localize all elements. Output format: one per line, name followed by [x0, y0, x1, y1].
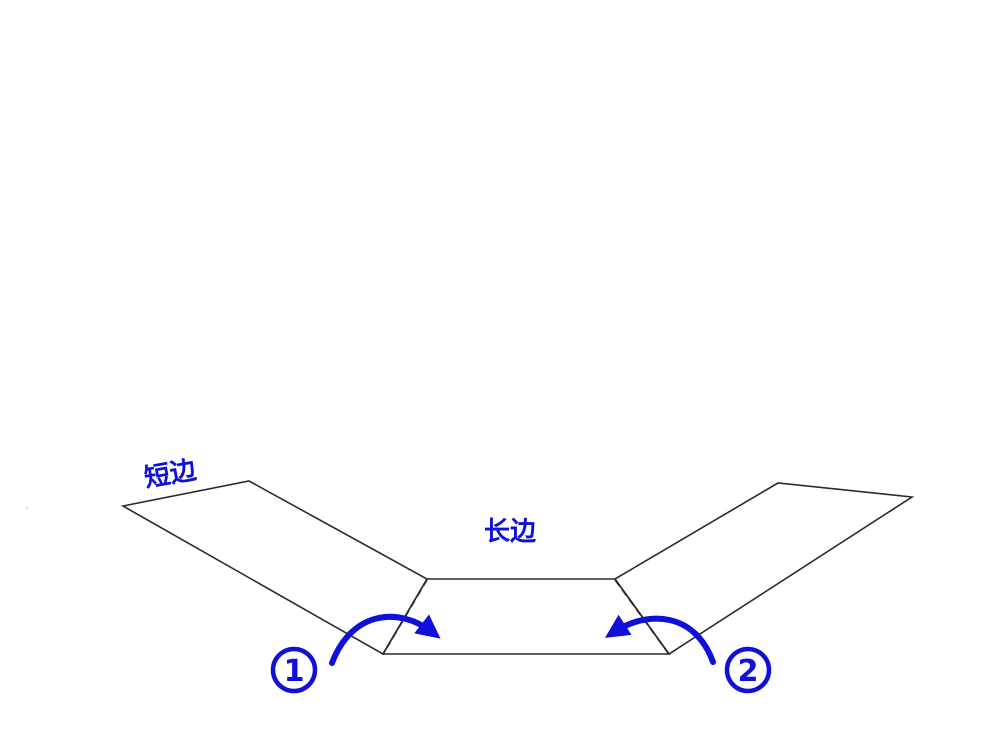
step-circle-2 [724, 646, 772, 694]
step-marker-2: 2 [724, 646, 772, 694]
step-number-1: 1 [284, 654, 305, 689]
long-edge-label: 长边 [484, 517, 537, 547]
short-edge-label: 短边 [142, 455, 199, 494]
step-circle-1 [270, 646, 318, 694]
fold-arrow-1 [329, 613, 441, 666]
stray-dot [26, 507, 28, 509]
right-fold-line [614, 579, 669, 654]
step-marker-1: 1 [270, 646, 318, 694]
fold-arrow-2 [604, 614, 716, 665]
right-flap [613, 482, 915, 656]
center-panel [381, 578, 671, 655]
left-flap [120, 480, 429, 656]
step-number-2: 2 [738, 654, 759, 689]
